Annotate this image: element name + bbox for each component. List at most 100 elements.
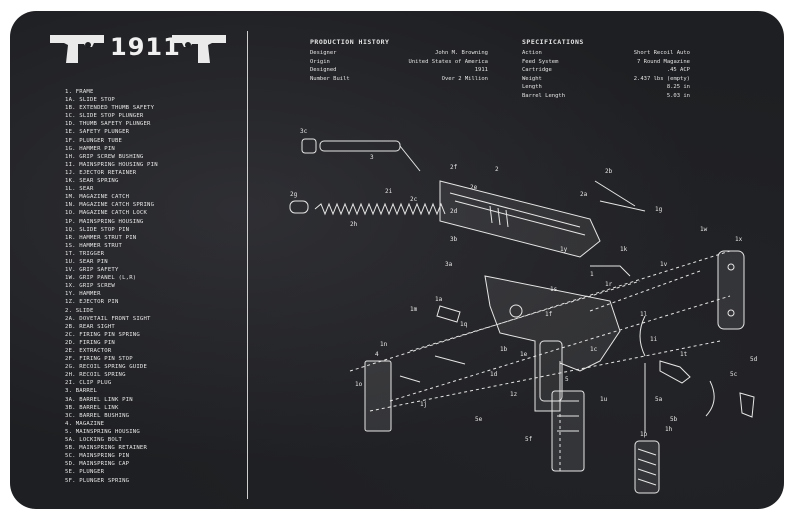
parts-list-item: 2A. DOVETAIL FRONT SIGHT — [65, 315, 151, 322]
diagram-callout: 1y — [560, 246, 568, 253]
diagram-callout: 2d — [450, 208, 458, 215]
diagram-callout: 1x — [735, 236, 743, 243]
parts-list-item: 2G. RECOIL SPRING GUIDE — [65, 364, 148, 371]
diagram-callout: 1o — [355, 381, 363, 388]
title-banner: 1911 — [48, 29, 228, 69]
diagram-callout: 2c — [410, 196, 418, 203]
parts-list-item: 1E. SAFETY PLUNGER — [65, 129, 130, 136]
parts-list-item: 1N. MAGAZINE CATCH SPRING — [65, 202, 155, 209]
row-value: 5.03 in — [666, 92, 690, 99]
row-label: Weight — [522, 75, 542, 82]
parts-list-item: 1B. EXTENDED THUMB SAFETY — [65, 105, 155, 112]
diagram-callout: 1w — [700, 226, 708, 233]
parts-list-item: 1Z. EJECTOR PIN — [65, 299, 119, 306]
parts-list-item: 5. MAINSPRING HOUSING — [65, 428, 140, 435]
parts-list-item: 1J. EJECTOR RETAINER — [65, 169, 137, 176]
diagram-callout: 2g — [290, 191, 298, 198]
parts-list-item: 1Y. HAMMER — [65, 291, 101, 298]
diagram-callout: 5f — [525, 436, 533, 443]
diagram-callout: 1v — [660, 261, 668, 268]
parts-list-item: 1H. GRIP SCREW BUSHING — [65, 153, 144, 160]
diagram-callout: 1f — [545, 311, 553, 318]
parts-list-item: 1X. GRIP SCREW — [65, 283, 115, 290]
row-value: 1911 — [474, 67, 488, 74]
diagram-callout: 5e — [475, 416, 483, 423]
diagram-callout: 2i — [385, 188, 393, 195]
diagram-callout: 1u — [600, 396, 608, 403]
exploded-view-diagram: 3c32i2h2g2f2c2d2e22a2b1y1s1r1k1l1v1x1w1t… — [289, 128, 758, 494]
parts-list-item: 5D. MAINSPRING CAP — [65, 461, 130, 468]
parts-list-item: 1K. SEAR SPRING — [65, 178, 119, 185]
diagram-callout: 1b — [500, 346, 508, 353]
row-label: Number Built — [310, 75, 350, 82]
parts-list-item: 2B. REAR SIGHT — [65, 323, 115, 330]
parts-list-item: 1R. HAMMER STRUT PIN — [65, 234, 137, 241]
recoil-spring-part — [289, 200, 446, 216]
row-value: 7 Round Magazine — [637, 58, 690, 65]
parts-list-item: 5F. PLUNGER SPRING — [65, 477, 130, 484]
diagram-callout: 1i — [650, 336, 658, 343]
diagram-callout: 2h — [350, 221, 358, 228]
diagram-callout: 1a — [435, 296, 443, 303]
parts-list-item: 1U. SEAR PIN — [65, 258, 108, 265]
parts-list-item: 3. BARREL — [65, 388, 98, 395]
divider — [247, 31, 248, 499]
parts-list-item: 4. MAGAZINE — [65, 420, 105, 427]
row-value: John M. Browning — [435, 50, 488, 56]
parts-list-item: 1C. SLIDE STOP PLUNGER — [65, 113, 144, 120]
diagram-callout: 1s — [550, 286, 558, 293]
row-value: United States of America — [408, 58, 488, 65]
parts-list-item: 1W. GRIP PANEL (L,R) — [65, 275, 137, 282]
parts-list-item: 2F. FIRING PIN STOP — [65, 356, 133, 363]
parts-list-item: 2H. RECOIL SPRING — [65, 372, 126, 379]
frame-part — [484, 275, 621, 412]
parts-list-item: 1P. MAINSPRING HOUSING — [65, 218, 144, 225]
diagram-callout: 1r — [605, 281, 613, 288]
diagram-callout: 2 — [495, 166, 499, 173]
diagram-callout: 1l — [640, 311, 648, 318]
diagram-callout: 1d — [490, 371, 498, 378]
specifications-row: Weight 2.437 lbs (empty) — [522, 76, 690, 85]
diagram-callout: 3b — [450, 236, 458, 243]
row-label: Origin — [310, 58, 330, 65]
row-value: 2.437 lbs (empty) — [633, 75, 690, 82]
diagram-callout: 1z — [510, 391, 518, 398]
page-title: 1911 — [110, 33, 181, 61]
diagram-callout: 1n — [380, 341, 388, 348]
parts-list-item: 1D. THUMB SAFETY PLUNGER — [65, 121, 151, 128]
row-label: Cartridge — [522, 67, 552, 74]
parts-list-item: 1F. PLUNGER TUBE — [65, 137, 123, 144]
diagram-callout: 1p — [640, 431, 648, 438]
diagram-callout: 5d — [750, 356, 758, 363]
parts-list-item: 5A. LOCKING BOLT — [65, 437, 123, 444]
diagram-callout: 1 — [590, 271, 594, 278]
diagram-callout: 1e — [520, 351, 528, 358]
parts-list-item: 5E. PLUNGER — [65, 469, 105, 476]
barrel-part — [301, 138, 421, 172]
production-history-row: Number Built Over 2 Million — [310, 76, 488, 85]
parts-list-item: 3A. BARREL LINK PIN — [65, 396, 133, 403]
diagram-callout: 1h — [665, 426, 673, 433]
pistol-silhouette-icon — [172, 35, 226, 63]
diagram-callout: 5c — [730, 371, 738, 378]
parts-list-item: 5C. MAINSPRING PIN — [65, 453, 130, 460]
parts-list-item: 2E. EXTRACTOR — [65, 348, 112, 354]
row-value: Over 2 Million — [441, 75, 488, 82]
parts-list-item: 1Q. SLIDE STOP PIN — [65, 226, 130, 233]
diagram-callout: 2e — [470, 184, 478, 191]
mainspring-housing-part — [634, 363, 660, 494]
parts-list-item: 1L. SEAR — [65, 186, 94, 193]
parts-list-item: 1T. TRIGGER — [65, 250, 105, 257]
production-history-heading: PRODUCTION HISTORY — [310, 38, 390, 46]
parts-list-item: 1V. GRIP SAFETY — [65, 267, 119, 274]
small-parts — [399, 180, 755, 418]
diagram-callout: 5 — [565, 376, 569, 383]
diagram-callout: 4 — [375, 351, 379, 358]
